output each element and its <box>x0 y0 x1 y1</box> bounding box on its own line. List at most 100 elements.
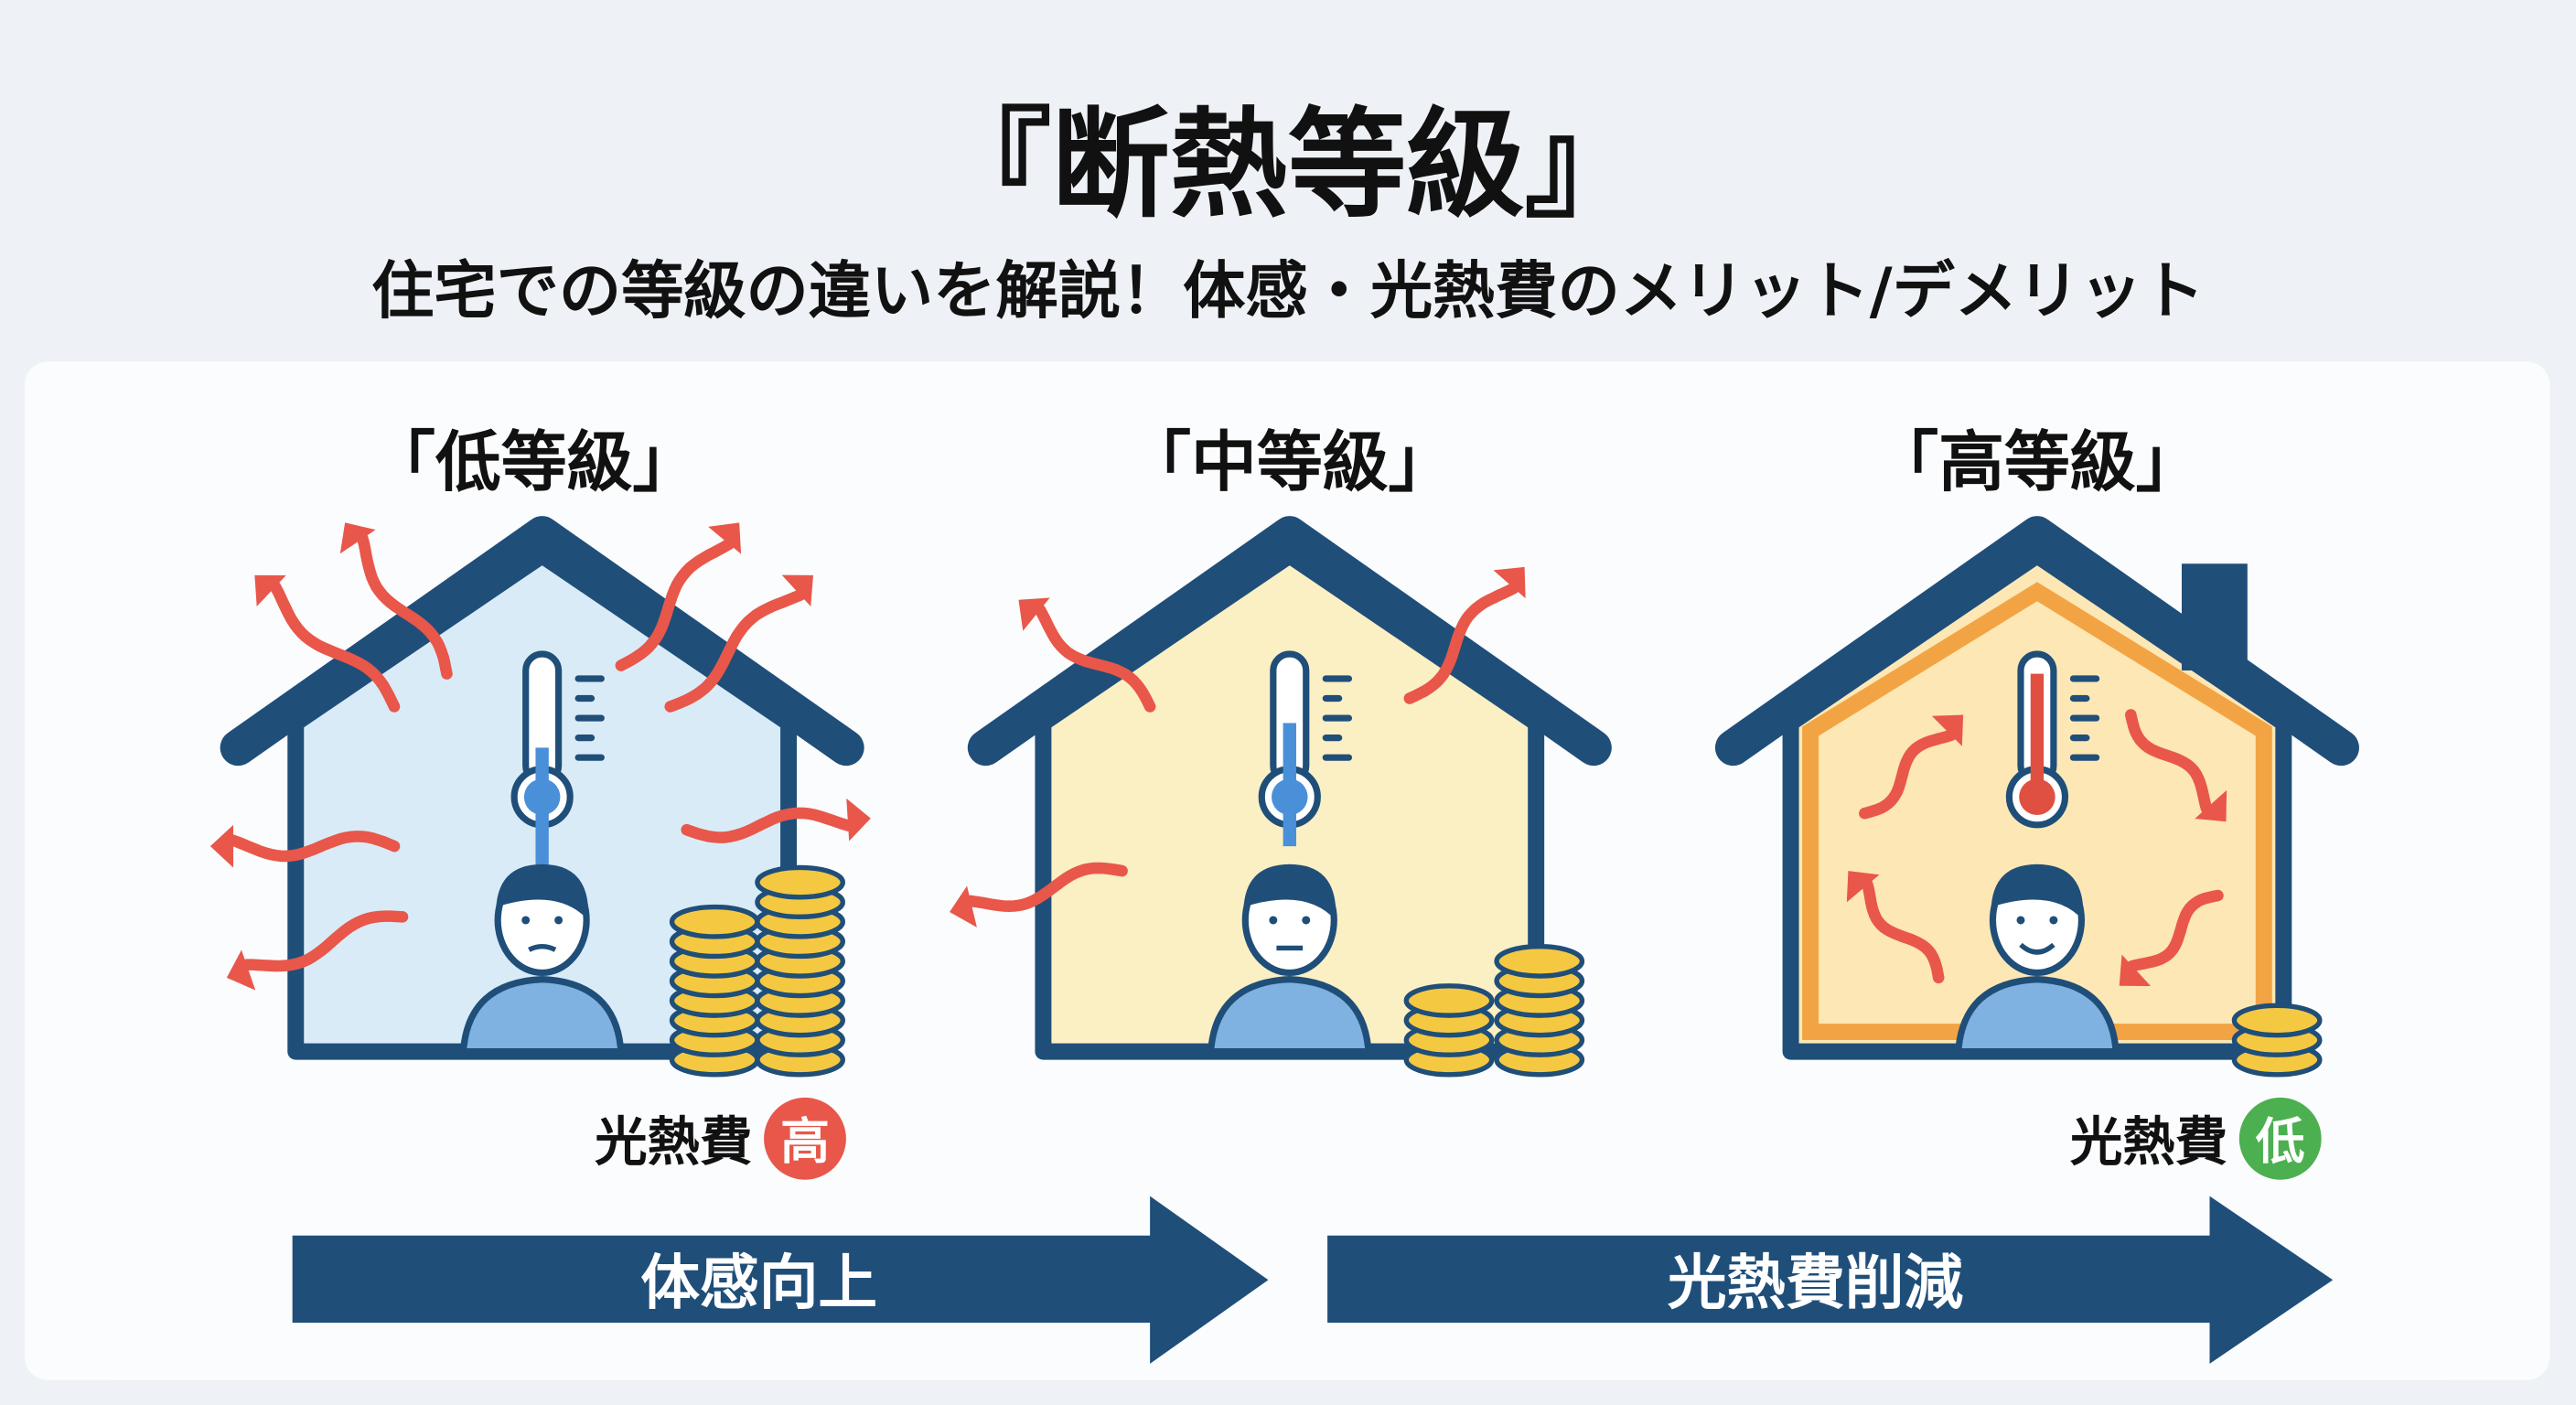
eye <box>554 916 564 925</box>
heat-loss-arrow <box>254 574 401 713</box>
mouth <box>2019 942 2055 955</box>
thermometer-icon <box>510 650 605 872</box>
heat-loss-arrow <box>339 522 453 680</box>
heat-loss-arrow <box>664 574 813 713</box>
person-hair <box>1243 863 1336 920</box>
person-icon <box>1954 863 2120 1056</box>
heat-circulation-arrow <box>2119 889 2224 987</box>
heat-arrow-head <box>781 574 813 607</box>
eye <box>2016 916 2025 925</box>
person-hair <box>496 863 589 920</box>
house-mid-grade <box>967 516 1612 1060</box>
heat-arrow-head <box>1931 714 1964 746</box>
thermometer-fill <box>2019 778 2055 816</box>
coin-stack-large <box>1494 944 1585 1078</box>
person-hair <box>1991 863 2084 920</box>
badge-low: 低 <box>2256 1112 2305 1170</box>
heat-loss-arrow <box>226 910 409 991</box>
heat-wave-line <box>1403 582 1520 704</box>
coin <box>669 904 760 939</box>
heat-loss-arrow <box>1018 597 1156 713</box>
cost-reduction-arrow <box>1327 1196 2334 1364</box>
roof <box>967 516 1612 767</box>
heat-wave-line <box>1862 878 1945 984</box>
heat-arrow-head <box>1846 871 1880 903</box>
heat-wave-line <box>664 589 807 713</box>
thermometer-level <box>2030 673 2045 798</box>
coin-stack-large <box>755 864 845 1078</box>
coin <box>1403 983 1495 1018</box>
heat-wave-line <box>227 831 401 863</box>
house-low-grade <box>220 516 864 1060</box>
thermometer-icon <box>1258 650 1353 847</box>
heat-circulation-arrow <box>2125 709 2227 822</box>
heat-arrow-head <box>254 574 286 607</box>
eye <box>2049 916 2058 925</box>
comfort-arrow <box>292 1196 1269 1364</box>
roof <box>1714 516 2359 767</box>
insulation-border <box>1802 582 2272 1041</box>
heat-arrow-head <box>209 824 234 868</box>
mouth <box>528 944 557 952</box>
coin-stack-small <box>669 904 760 1078</box>
coin-stack <box>2231 1003 2323 1078</box>
heat-wave-line <box>2125 709 2213 814</box>
heat-wave-line <box>2126 889 2224 972</box>
thermometer-fill <box>1272 778 1308 816</box>
house-label-low: 「低等級」 <box>370 424 698 500</box>
eye <box>521 916 531 925</box>
comfort-arrow-label: 体感向上 <box>640 1249 877 1317</box>
person-body <box>459 976 625 1056</box>
heat-wave-line <box>241 910 409 972</box>
heat-loss-arrow <box>1403 566 1526 704</box>
heat-wave-line <box>1859 729 1958 820</box>
heat-circulation-arrow <box>1846 871 1945 984</box>
coin <box>1494 944 1585 979</box>
cost-label: 光熱費 <box>2070 1111 2227 1173</box>
cost-label: 光熱費 <box>595 1111 752 1173</box>
page-subtitle: 住宅での等級の違いを解説！体感・光熱費のメリット/デメリット <box>371 255 2205 327</box>
heat-loss-arrow <box>681 798 871 843</box>
house-label-high: 「高等級」 <box>1873 424 2201 500</box>
coin-stack-small <box>1403 983 1495 1078</box>
heat-loss-arrow <box>615 522 742 671</box>
heat-arrow-head <box>339 522 376 554</box>
heat-wave-line <box>269 581 401 713</box>
person-icon <box>1207 863 1372 1056</box>
heat-arrow-head <box>1493 566 1526 599</box>
heat-wave-line <box>1034 604 1156 713</box>
cost-low-indicator: 光熱費 低 <box>2070 1097 2322 1180</box>
badge-high: 高 <box>780 1112 830 1170</box>
heat-loss-arrow <box>209 824 401 868</box>
page-title: 『断熱等級』 <box>933 97 1643 234</box>
heat-arrow-head <box>950 885 977 928</box>
eye <box>1302 916 1311 925</box>
thermometer-icon <box>2005 650 2100 829</box>
heat-arrow-head <box>1018 597 1050 631</box>
cost-reduction-arrow-label: 光熱費削減 <box>1668 1249 1964 1317</box>
heat-wave-line <box>615 538 735 671</box>
badge-high-circle <box>764 1097 846 1180</box>
person-icon <box>459 863 625 1056</box>
coin <box>2231 1003 2323 1038</box>
house-high-grade <box>1714 516 2359 1060</box>
heat-loss-arrow <box>950 862 1128 928</box>
person-body <box>1954 976 2120 1056</box>
cost-high-indicator: 光熱費 高 <box>595 1097 846 1180</box>
person-body <box>1207 976 1372 1056</box>
badge-low-circle <box>2238 1097 2322 1180</box>
heat-arrow-head <box>226 949 256 991</box>
heat-wave-line <box>964 862 1128 912</box>
heat-arrow-head <box>708 522 742 554</box>
eye <box>1269 916 1278 925</box>
heat-wave-line <box>357 532 453 680</box>
house-label-mid: 「中等級」 <box>1125 424 1454 500</box>
heat-wave-line <box>681 807 854 843</box>
thermometer-fill <box>523 778 561 816</box>
roof <box>220 516 864 767</box>
heat-arrow-head <box>2119 954 2152 987</box>
coin <box>755 864 845 900</box>
heat-arrow-head <box>2195 789 2227 822</box>
heat-arrow-head <box>846 798 871 842</box>
